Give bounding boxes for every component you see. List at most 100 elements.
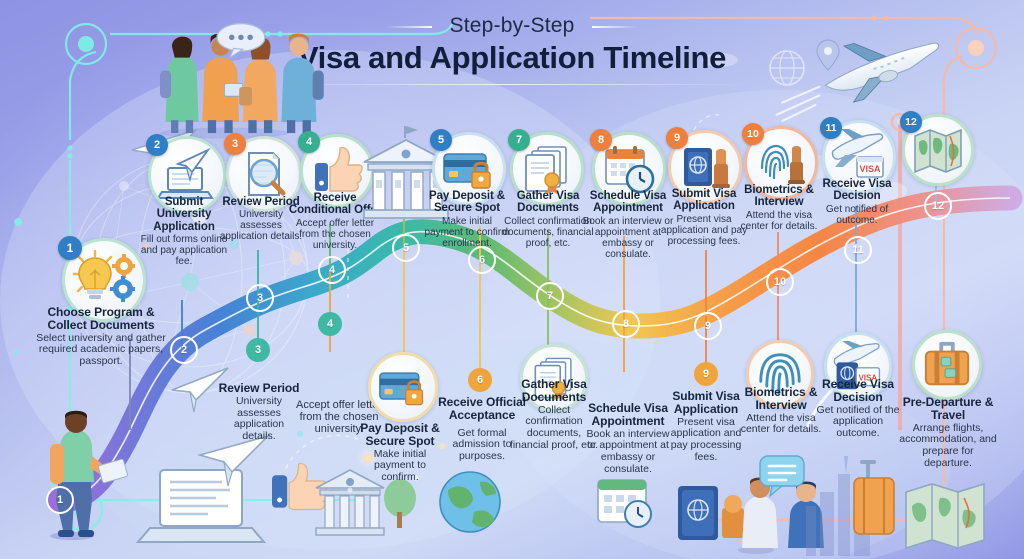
step-label-top-3: Review Period University assesses applic… (218, 196, 304, 242)
step-title: Gather Visa Documents (521, 377, 587, 404)
svg-text:VISA: VISA (859, 164, 881, 174)
step-desc: Attend the visa center for details. (740, 411, 822, 436)
step-label-bottom-5: Pay Deposit & Secure Spot Make initial p… (356, 422, 444, 484)
step-label-top-2: Submit University Application Fill out f… (136, 196, 232, 267)
path-node-8: 8 (612, 310, 640, 338)
path-node-6-label: 6 (468, 368, 492, 392)
location-pin-icon (816, 39, 840, 71)
path-node-1: 1 (46, 486, 74, 514)
step-desc: Accept offer letter from the chosen univ… (296, 399, 383, 436)
step-desc: University assesses application details. (233, 394, 285, 442)
sparkle-decoration (13, 218, 445, 493)
passport-stamp-icon (684, 148, 730, 188)
step-title: Schedule Visa Appointment (589, 190, 667, 215)
step-title: Submit Visa Application (672, 389, 740, 416)
dashed-guide (285, 114, 725, 469)
path-node-9: 9 (694, 312, 722, 340)
step-label-bottom-6: Receive Official Acceptance Get formal a… (438, 396, 526, 463)
step-title: Choose Program & Collect Documents (47, 305, 155, 332)
folded-map-illustration (905, 482, 985, 550)
step-desc: Fill out forms online and pay applicatio… (140, 234, 228, 268)
luggage-illustration (853, 460, 895, 535)
fingerprint-stamp-icon (760, 144, 805, 184)
title-divider (277, 84, 747, 85)
path-node-9-label: 9 (694, 362, 718, 386)
airplane-illustration (775, 42, 940, 122)
step-badge-1: 1 (58, 236, 82, 260)
laptop-illustration (135, 469, 267, 543)
path-node-10: 10 (766, 268, 794, 296)
icon-medallion-7-bottom[interactable] (520, 344, 588, 412)
path-node-4: 4 (318, 256, 346, 284)
step-desc: Get notified of outcome. (825, 203, 889, 226)
folded-map-icon (914, 128, 962, 174)
icon-medallion-5-bottom[interactable] (368, 352, 438, 422)
step-desc: Make initial payment to confirm. (373, 447, 427, 483)
step-desc: University assesses application details. (219, 209, 303, 243)
step-title: Submit Visa Application (671, 188, 737, 213)
path-node-11: 11 (844, 236, 872, 264)
step-badge-4: 4 (298, 131, 320, 153)
step-title: Receive Official Acceptance (438, 395, 526, 422)
step-label-top-9: Submit Visa Application Present visa app… (660, 188, 748, 247)
page-title: Visa and Application Timeline (297, 40, 727, 75)
path-node-3-label: 3 (246, 338, 270, 362)
path-node-6: 6 (468, 246, 496, 274)
step-title: Biometrics & Interview (744, 385, 818, 412)
step-title: Review Period (218, 381, 300, 395)
header-kicker-text: Step-by-Step (449, 14, 575, 37)
icon-medallion-3[interactable] (226, 136, 302, 212)
step-badge-5: 5 (430, 129, 452, 151)
icon-medallion-12-top[interactable] (902, 114, 974, 186)
step-desc: Make initial payment to confirm enrollme… (424, 215, 510, 249)
step-label-bottom-7: Gather Visa Documents Collect confirmati… (508, 378, 600, 451)
step-title: Schedule Visa Appointment (588, 401, 668, 428)
step-desc: Book an interview or appointment at emba… (582, 215, 674, 260)
path-node-3: 3 (246, 284, 274, 312)
step-title: Pay Deposit & Secure Spot (428, 190, 506, 215)
step-desc: Select university and gather required ac… (36, 331, 166, 367)
step-title: Gather Visa Documents (516, 190, 580, 215)
calendar-clock-illustration (597, 479, 652, 528)
path-node-4-label: 4 (318, 312, 342, 336)
icon-medallion-11-bottom[interactable]: VISA (824, 332, 892, 400)
step-label-top-5: Pay Deposit & Secure Spot Make initial p… (424, 190, 510, 249)
step-badge-8: 8 (590, 129, 612, 151)
icon-medallion-1[interactable] (62, 238, 146, 322)
tree-illustration (384, 479, 416, 528)
student-with-tablet-illustration (50, 410, 129, 540)
speech-bubble-icon (759, 455, 805, 498)
step-label-bottom-8: Schedule Visa Appointment Book an interv… (582, 402, 674, 475)
step-desc: Present visa application and pay process… (670, 415, 742, 463)
step-title: Submit University Application (153, 196, 215, 233)
step-label-top-7: Gather Visa Documents Collect confirmati… (500, 190, 596, 249)
step-badge-11: 11 (820, 117, 842, 139)
step-desc: Arrange flights, accommodation, and prep… (899, 421, 997, 469)
step-label-bottom-1: Choose Program & Collect Documents Selec… (36, 306, 166, 368)
step-desc: Attend the visa center for details. (740, 209, 818, 232)
icon-medallion-10-bottom[interactable] (746, 340, 814, 408)
credit-card-lock-icon (379, 372, 424, 406)
step-label-bottom-4: Accept offer letter from the chosen univ… (296, 398, 382, 435)
step-title: Pre-Departure & Travel (902, 395, 994, 422)
step-badge-10: 10 (742, 123, 764, 145)
step-desc: Collect confirmation documents, financia… (502, 215, 594, 249)
step-desc: Collect confirmation documents, financia… (509, 403, 599, 451)
path-node-7: 7 (536, 282, 564, 310)
step-badge-12-top: 12 (900, 111, 922, 133)
step-title: Review Period (222, 196, 300, 208)
step-label-top-4: Receive Conditional Offer Accept offer l… (288, 192, 382, 251)
step-title: Receive Visa Decision (822, 178, 892, 203)
step-label-top-11: Receive Visa Decision Get notified of ou… (814, 178, 900, 226)
credit-card-lock-icon (443, 153, 491, 189)
icon-medallion-12-bottom[interactable] (912, 330, 982, 400)
step-desc: Accept offer letter from the chosen univ… (295, 217, 375, 251)
step-title: Pay Deposit & Secure Spot (360, 421, 440, 448)
step-badge-9: 9 (666, 127, 688, 149)
step-desc: Get notified of the application outcome. (816, 403, 900, 439)
icon-medallion-9[interactable] (668, 130, 742, 204)
